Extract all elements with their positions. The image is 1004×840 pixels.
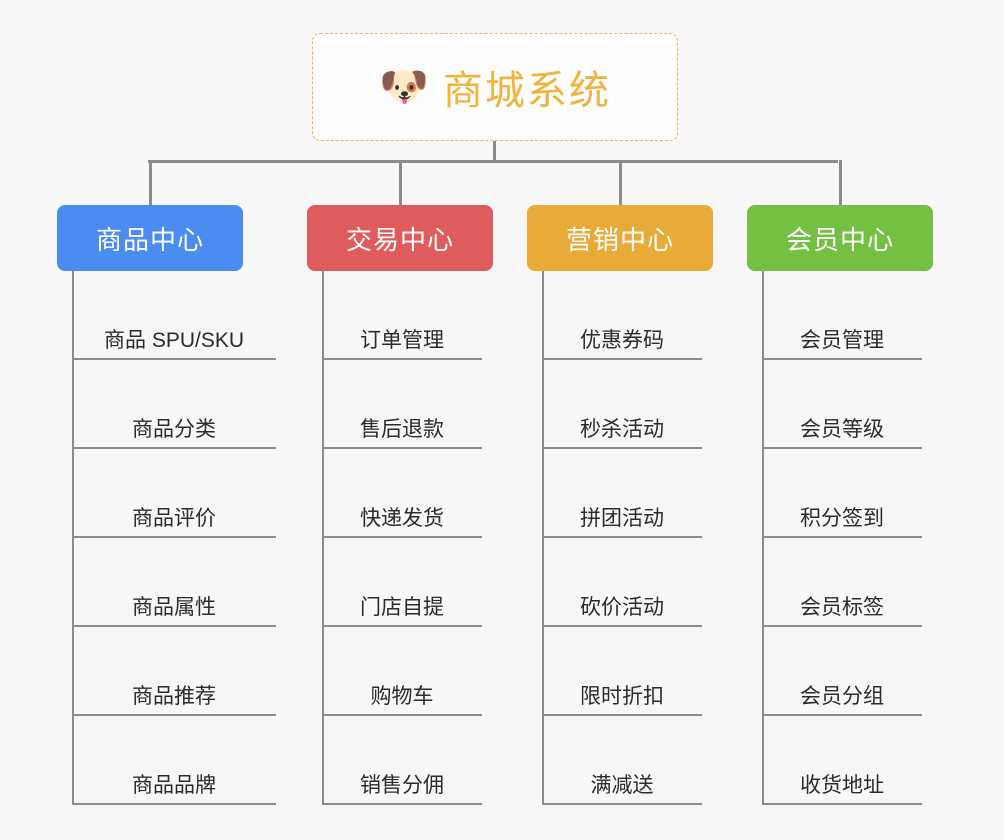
leaf-item-label: 收货地址 <box>800 773 884 797</box>
leaf-item-label: 会员等级 <box>800 417 884 441</box>
leaf-item[interactable]: 购物车 <box>322 627 482 716</box>
leaf-column-2: 订单管理售后退款快递发货门店自提购物车销售分佣 <box>322 271 482 805</box>
category-box-2[interactable]: 交易中心 <box>307 205 493 271</box>
leaf-item[interactable]: 商品品牌 <box>72 716 276 805</box>
leaf-item-label: 会员管理 <box>800 328 884 352</box>
leaf-item[interactable]: 订单管理 <box>322 271 482 360</box>
leaf-item-label: 秒杀活动 <box>580 417 664 441</box>
category-box-4[interactable]: 会员中心 <box>747 205 933 271</box>
connector-drop-3 <box>619 160 622 205</box>
leaf-item-label: 门店自提 <box>360 595 444 619</box>
leaf-item[interactable]: 满减送 <box>542 716 702 805</box>
leaf-item[interactable]: 限时折扣 <box>542 627 702 716</box>
leaf-item-label: 购物车 <box>370 684 434 708</box>
leaf-spine <box>542 271 544 805</box>
connector-horizontal-bus <box>148 160 838 163</box>
leaf-item-label: 会员标签 <box>800 595 884 619</box>
root-node-title: 商城系统 <box>442 69 611 113</box>
root-node-mall-system[interactable]: 🐶 商城系统 <box>312 33 678 141</box>
leaf-item[interactable]: 秒杀活动 <box>542 360 702 449</box>
leaf-spine <box>72 271 74 805</box>
leaf-spine <box>322 271 324 805</box>
leaf-item-label: 商品评价 <box>132 506 216 530</box>
connector-drop-1 <box>149 160 152 205</box>
leaf-column-4: 会员管理会员等级积分签到会员标签会员分组收货地址 <box>762 271 922 805</box>
leaf-item[interactable]: 砍价活动 <box>542 538 702 627</box>
leaf-item-label: 商品品牌 <box>132 773 216 797</box>
leaf-item-label: 订单管理 <box>360 328 444 352</box>
leaf-item[interactable]: 会员等级 <box>762 360 922 449</box>
leaf-item-label: 会员分组 <box>800 684 884 708</box>
leaf-item-label: 限时折扣 <box>580 684 664 708</box>
leaf-item[interactable]: 收货地址 <box>762 716 922 805</box>
dog-face-icon: 🐶 <box>379 65 429 109</box>
leaf-item-label: 售后退款 <box>360 417 444 441</box>
leaf-item-label: 商品分类 <box>132 417 216 441</box>
leaf-item[interactable]: 销售分佣 <box>322 716 482 805</box>
leaf-item[interactable]: 商品分类 <box>72 360 276 449</box>
category-label: 会员中心 <box>785 224 894 255</box>
leaf-item-label: 销售分佣 <box>360 773 444 797</box>
leaf-item[interactable]: 门店自提 <box>322 538 482 627</box>
leaf-item[interactable]: 商品属性 <box>72 538 276 627</box>
leaf-item[interactable]: 拼团活动 <box>542 449 702 538</box>
category-label: 营销中心 <box>565 224 674 255</box>
leaf-item-label: 砍价活动 <box>580 595 664 619</box>
leaf-item[interactable]: 会员标签 <box>762 538 922 627</box>
leaf-item[interactable]: 会员管理 <box>762 271 922 360</box>
leaf-item-label: 拼团活动 <box>580 506 664 530</box>
leaf-column-1: 商品 SPU/SKU 商品分类商品评价商品属性商品推荐商品品牌 <box>72 271 276 805</box>
leaf-item[interactable]: 商品 SPU/SKU <box>72 271 276 360</box>
leaf-item-label: 商品属性 <box>132 595 216 619</box>
leaf-item-label: 满减送 <box>590 773 654 797</box>
leaf-column-3: 优惠券码秒杀活动拼团活动砍价活动限时折扣满减送 <box>542 271 702 805</box>
leaf-item[interactable]: 商品推荐 <box>72 627 276 716</box>
category-box-1[interactable]: 商品中心 <box>57 205 243 271</box>
category-label: 交易中心 <box>345 224 454 255</box>
leaf-item-label: 积分签到 <box>800 506 884 530</box>
category-box-3[interactable]: 营销中心 <box>527 205 713 271</box>
category-label: 商品中心 <box>95 224 204 255</box>
connector-drop-4 <box>839 160 842 205</box>
leaf-item[interactable]: 优惠券码 <box>542 271 702 360</box>
leaf-spine <box>762 271 764 805</box>
leaf-item[interactable]: 商品评价 <box>72 449 276 538</box>
leaf-item[interactable]: 售后退款 <box>322 360 482 449</box>
leaf-item[interactable]: 会员分组 <box>762 627 922 716</box>
connector-drop-2 <box>399 160 402 205</box>
leaf-item[interactable]: 积分签到 <box>762 449 922 538</box>
leaf-item-label: 优惠券码 <box>580 328 664 352</box>
connector-root-stem <box>493 141 496 162</box>
leaf-item-label: 商品 SPU/SKU <box>103 328 245 352</box>
leaf-item[interactable]: 快递发货 <box>322 449 482 538</box>
leaf-item-label: 商品推荐 <box>132 684 216 708</box>
leaf-item-label: 快递发货 <box>360 506 444 530</box>
